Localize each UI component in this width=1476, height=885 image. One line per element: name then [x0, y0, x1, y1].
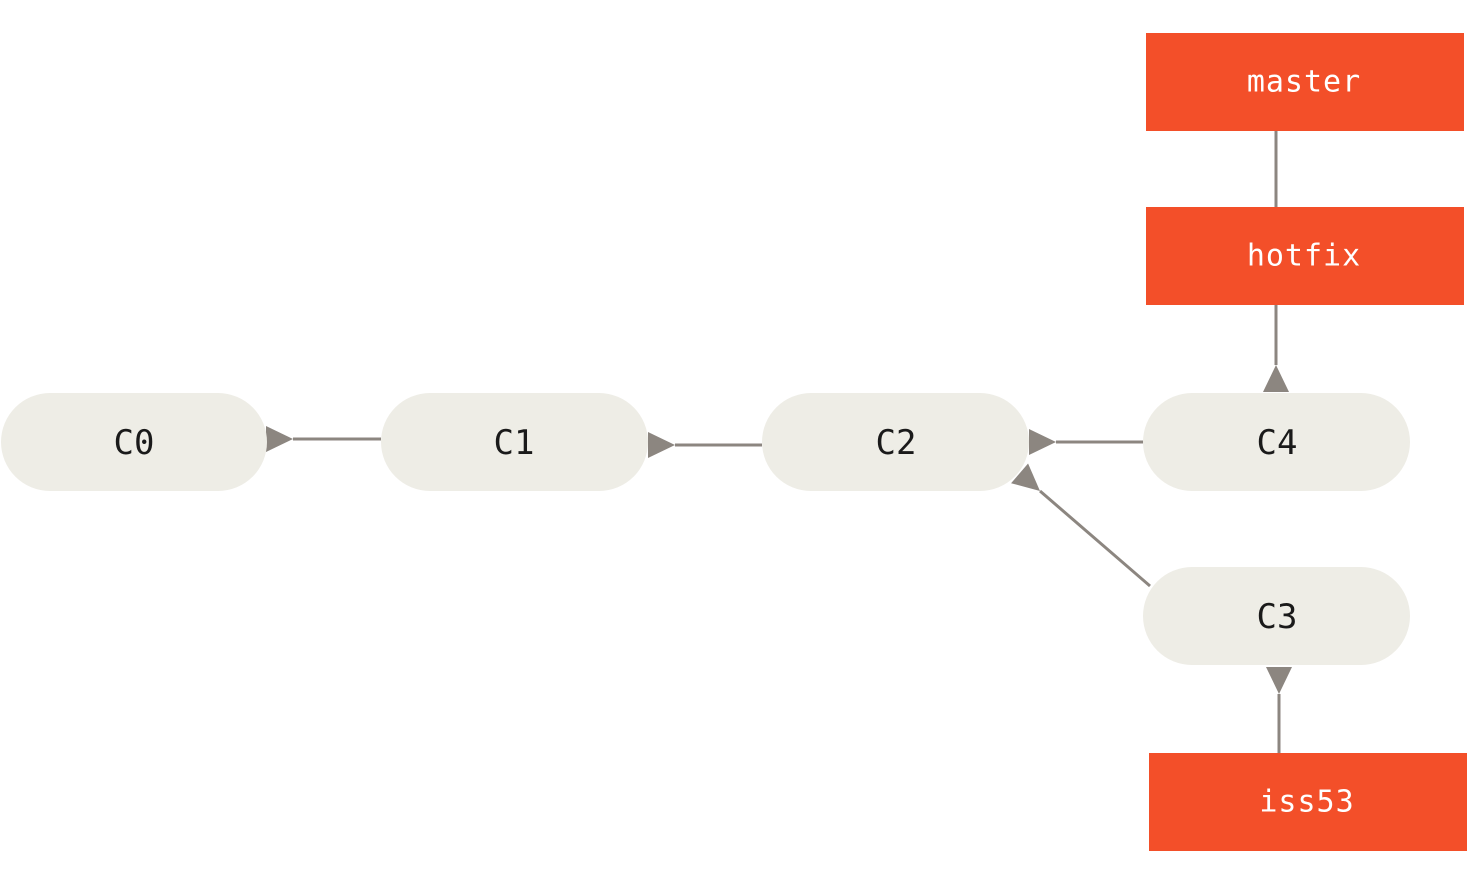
commit-label: C4 [1257, 423, 1298, 463]
edge-c3-to-c2 [1011, 463, 1151, 588]
commit-label: C3 [1257, 597, 1298, 637]
commit-c3: C3 [1143, 567, 1410, 665]
commit-label: C1 [494, 423, 535, 463]
branch-label: master [1247, 65, 1361, 100]
branch-master: master [1146, 33, 1464, 131]
commits: C0 C1 C2 C4 C3 [1, 393, 1410, 665]
commit-label: C2 [876, 423, 917, 463]
commit-label: C0 [114, 423, 155, 463]
branch-label: hotfix [1247, 239, 1361, 274]
commit-c0: C0 [1, 393, 267, 491]
edges [266, 131, 1292, 753]
commit-c1: C1 [381, 393, 648, 491]
branch-label: iss53 [1259, 785, 1354, 820]
commit-c2: C2 [762, 393, 1029, 491]
branches: master hotfix iss53 [1146, 33, 1467, 851]
branch-iss53: iss53 [1149, 753, 1467, 851]
branch-hotfix: hotfix [1146, 207, 1464, 305]
commit-c4: C4 [1143, 393, 1410, 491]
